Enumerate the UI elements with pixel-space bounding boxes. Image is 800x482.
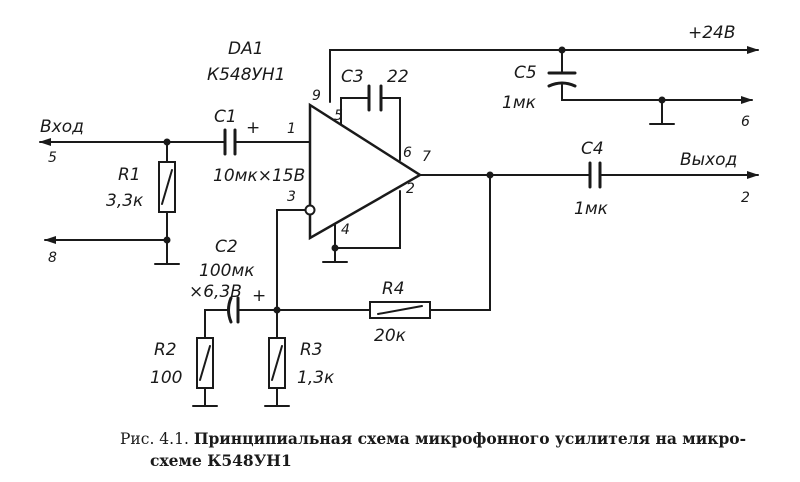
label-c1: C1 — [214, 107, 237, 127]
pin-7: 7 — [422, 149, 431, 165]
label-c3-value: 22 — [387, 67, 409, 87]
figure-caption: Рис. 4.1. Принципиальная схема микрофонн… — [120, 428, 760, 472]
rail-plus24-wire — [329, 46, 759, 103]
junction-dot — [163, 236, 171, 244]
terminal-8: 8 — [48, 250, 57, 266]
label-c5: C5 — [514, 63, 537, 83]
r1-body — [158, 161, 176, 213]
pin4-wire — [322, 224, 348, 263]
pin-1: 1 — [287, 121, 296, 137]
ground-line-6 — [561, 84, 753, 104]
pin3-wire — [276, 209, 306, 311]
label-c2: C2 — [215, 237, 238, 257]
label-r1: R1 — [118, 165, 141, 185]
label-input: Вход — [40, 117, 84, 137]
caption-title-line2: схеме К548УН1 — [150, 451, 292, 470]
caption-figure-number: Рис. 4.1. — [120, 430, 189, 448]
pin-4: 4 — [341, 222, 350, 238]
terminal-6: 6 — [741, 114, 750, 130]
label-r3: R3 — [300, 340, 323, 360]
r3-slash — [271, 345, 283, 381]
r4-body — [369, 301, 431, 319]
amplifier-triangle — [308, 102, 423, 241]
terminal-2: 2 — [741, 190, 750, 206]
ground-r1 — [154, 239, 180, 265]
label-c4-value: 1мк — [574, 199, 609, 219]
r2-slash — [199, 345, 211, 381]
label-da1: DA1 — [228, 39, 264, 59]
circuit-schematic: DA1 К548УН1 +24В Вход Выход C1 + 10мк×15… — [39, 23, 759, 407]
junction-dot — [273, 306, 281, 314]
label-r2-value: 100 — [150, 368, 182, 388]
junction-dot — [331, 244, 339, 252]
label-c2-value2: ×6,3В — [189, 282, 242, 302]
feedback-wire — [276, 174, 491, 311]
pin-3: 3 — [287, 189, 296, 205]
junction-dot — [486, 171, 494, 179]
label-chip: К548УН1 — [207, 65, 285, 85]
ground-r3 — [264, 387, 290, 407]
label-output: Выход — [680, 150, 737, 170]
ground-symbol-c5 — [649, 99, 675, 125]
pin-2: 2 — [406, 181, 415, 197]
label-c1-plus: + — [246, 118, 260, 138]
c2-plate-left — [227, 296, 233, 324]
terminal-5: 5 — [48, 150, 57, 166]
label-c4: C4 — [581, 139, 604, 159]
ground-r2 — [192, 387, 218, 407]
c2-wire — [204, 309, 278, 339]
junction-dot — [658, 96, 666, 104]
pin-6: 6 — [403, 145, 412, 161]
label-r2: R2 — [154, 340, 177, 360]
inverting-input-bubble — [304, 204, 316, 216]
label-c5-value: 1мк — [502, 93, 537, 113]
label-c2-plus: + — [252, 286, 266, 306]
c5-plate-bottom — [547, 81, 577, 88]
label-r4: R4 — [382, 279, 405, 299]
label-r3-value: 1,3к — [297, 368, 335, 388]
pin2-wire — [334, 190, 401, 249]
c3-wire — [340, 97, 401, 161]
caption-title-line1: Принципиальная схема микрофонного усилит… — [193, 429, 747, 448]
label-c2-value1: 100мк — [199, 261, 255, 281]
label-r4-value: 20к — [374, 326, 407, 346]
label-c1-value: 10мк×15В — [213, 166, 305, 186]
label-plus24: +24В — [688, 23, 736, 43]
pin-9: 9 — [312, 88, 321, 104]
pin-5: 5 — [334, 108, 343, 124]
junction-dot — [558, 46, 566, 54]
r4-slash — [377, 305, 423, 315]
label-r1-value: 3,3к — [106, 191, 144, 211]
label-c3: C3 — [341, 67, 364, 87]
r1-slash — [161, 169, 173, 205]
junction-dot — [163, 138, 171, 146]
